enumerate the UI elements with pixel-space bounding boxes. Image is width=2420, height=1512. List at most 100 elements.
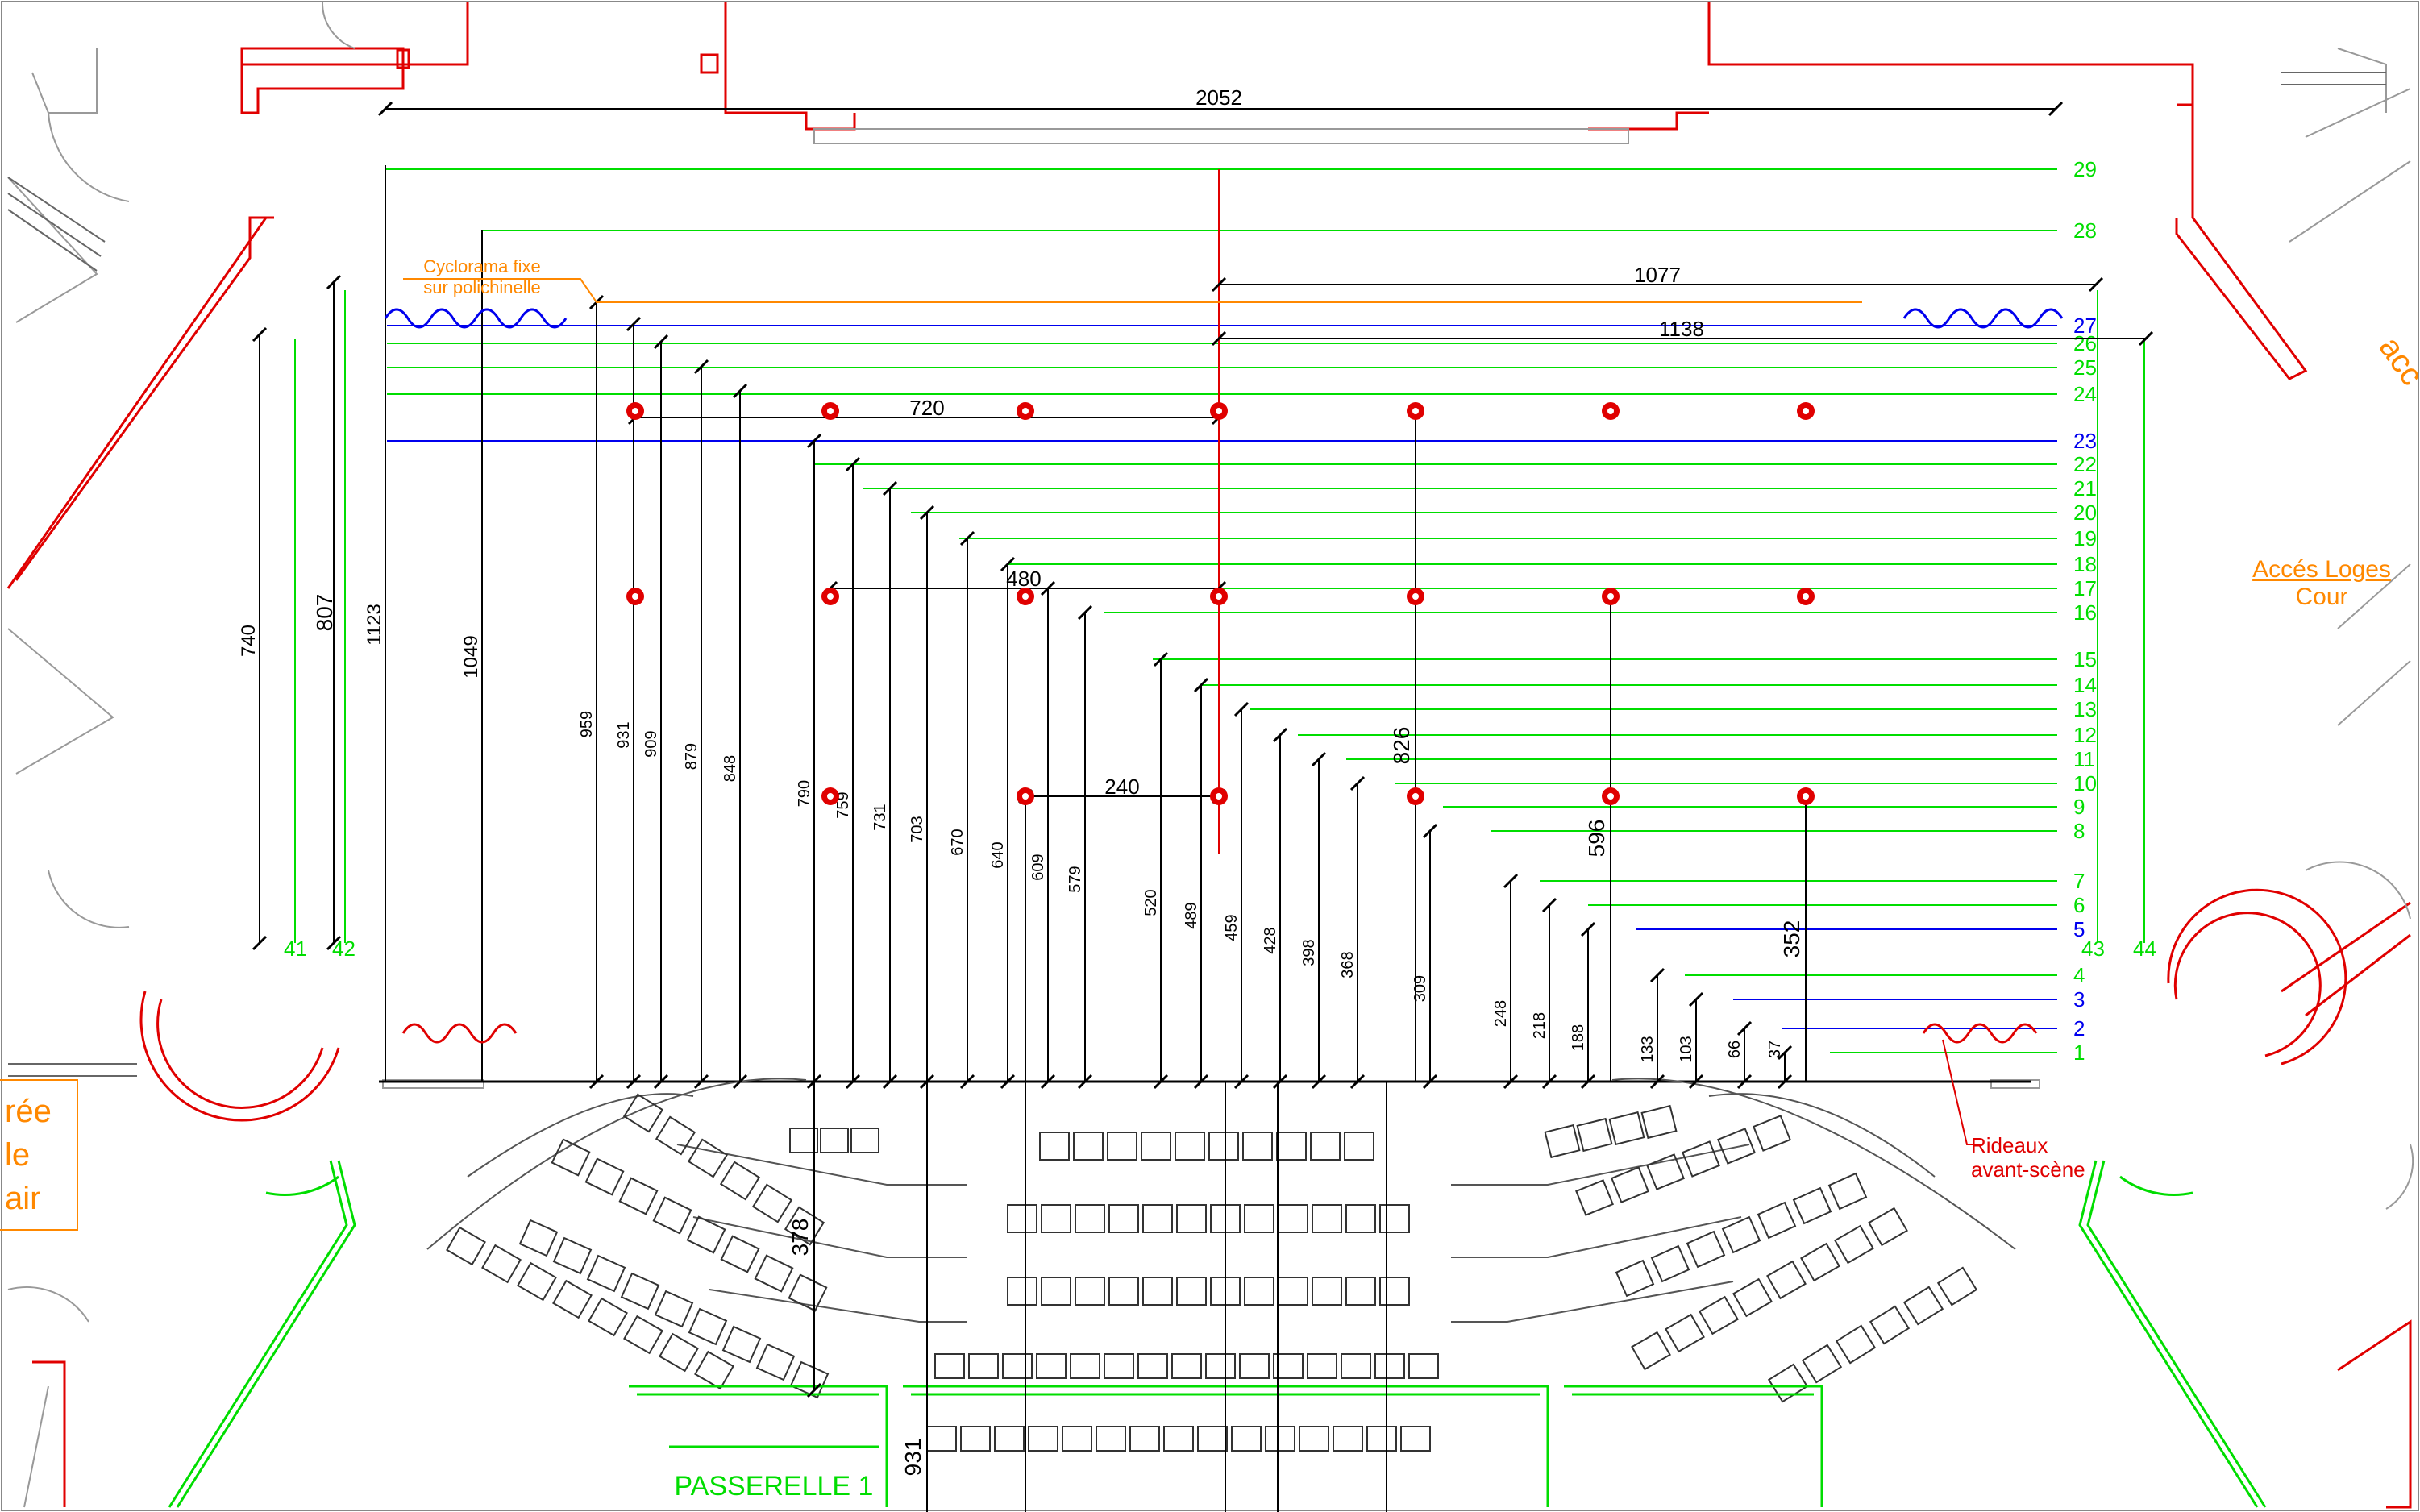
entrance-label-box bbox=[0, 1079, 78, 1231]
seat bbox=[552, 1236, 593, 1275]
dim-826: 826 bbox=[1389, 727, 1414, 765]
dim-tick-670 bbox=[959, 530, 975, 546]
seat bbox=[1142, 1204, 1173, 1233]
seat bbox=[1108, 1277, 1139, 1306]
seat bbox=[1835, 1324, 1877, 1365]
seat bbox=[1310, 1132, 1341, 1161]
seat bbox=[789, 1360, 830, 1399]
bar-number-16: 16 bbox=[2073, 600, 2097, 625]
bar-number-8: 8 bbox=[2073, 819, 2085, 843]
walls bbox=[6, 2, 2412, 1509]
seat bbox=[1344, 1132, 1374, 1161]
seat bbox=[1142, 1277, 1173, 1306]
dim-tick-front-248 bbox=[1503, 1074, 1519, 1090]
seat bbox=[652, 1196, 692, 1235]
seat bbox=[1141, 1132, 1171, 1161]
seat bbox=[1379, 1277, 1410, 1306]
bar-number-4: 4 bbox=[2073, 963, 2085, 987]
seat bbox=[784, 1206, 825, 1246]
rigging-point-centre-20 bbox=[1803, 793, 1809, 800]
seat bbox=[1753, 1115, 1791, 1152]
seat bbox=[1070, 1353, 1100, 1379]
seat bbox=[1408, 1353, 1439, 1379]
dim-tick-front-670 bbox=[959, 1074, 975, 1090]
dim-label-609: 609 bbox=[1029, 854, 1047, 880]
dim-tick-37 bbox=[1777, 1045, 1793, 1061]
dim-tick-931 bbox=[626, 316, 642, 332]
bar-number-5: 5 bbox=[2073, 917, 2085, 941]
seat bbox=[1333, 1426, 1363, 1452]
dim-931-audience: 931 bbox=[900, 1439, 925, 1477]
seat bbox=[1374, 1353, 1405, 1379]
seat bbox=[518, 1219, 559, 1257]
rigging-point-centre-8 bbox=[632, 593, 638, 600]
curtains bbox=[384, 308, 2064, 1044]
dim-label-133: 133 bbox=[1639, 1036, 1657, 1062]
seat bbox=[1242, 1132, 1273, 1161]
bar-number-19: 19 bbox=[2073, 526, 2097, 550]
seat bbox=[1007, 1204, 1037, 1233]
dim-label-520: 520 bbox=[1142, 889, 1160, 916]
seat bbox=[1163, 1426, 1194, 1452]
bar-number-12: 12 bbox=[2073, 723, 2097, 747]
seat bbox=[720, 1235, 760, 1273]
architecture-outline bbox=[7, 1, 2414, 1508]
seat bbox=[446, 1226, 486, 1266]
bar-number-23: 23 bbox=[2073, 429, 2097, 453]
dim-label-103: 103 bbox=[1678, 1036, 1695, 1062]
rigging-point-centre-7 bbox=[1803, 408, 1809, 414]
seat bbox=[1379, 1204, 1410, 1233]
dim-807: 807 bbox=[312, 594, 337, 632]
seat bbox=[1073, 1132, 1104, 1161]
bar-number-26: 26 bbox=[2073, 331, 2097, 355]
dim-tick-731 bbox=[882, 480, 898, 496]
seat bbox=[754, 1254, 794, 1293]
seat bbox=[1682, 1140, 1720, 1178]
seat bbox=[926, 1426, 957, 1452]
seat bbox=[1615, 1259, 1655, 1298]
seat bbox=[721, 1325, 762, 1364]
dim-label-670: 670 bbox=[949, 829, 967, 855]
seat bbox=[1312, 1204, 1342, 1233]
seat bbox=[622, 1093, 664, 1133]
dim-tick-368 bbox=[1349, 775, 1366, 791]
rigging-point-centre-10 bbox=[1022, 593, 1029, 600]
seat bbox=[1902, 1286, 1944, 1326]
seat bbox=[1312, 1277, 1342, 1306]
rigging-point-centre-9 bbox=[827, 593, 834, 600]
bar-number-10: 10 bbox=[2073, 771, 2097, 795]
dim-label-218: 218 bbox=[1531, 1012, 1549, 1039]
rigging-point-centre-1 bbox=[632, 408, 638, 414]
side-bar-43: 43 bbox=[2081, 937, 2105, 961]
seat bbox=[1175, 1132, 1205, 1161]
seat bbox=[960, 1426, 991, 1452]
dim-1049: 1049 bbox=[460, 635, 482, 678]
seat bbox=[934, 1353, 965, 1379]
dim-tick-front-66 bbox=[1736, 1074, 1753, 1090]
dim-tick-188 bbox=[1580, 921, 1596, 937]
entrance-label-line2: le bbox=[5, 1137, 30, 1173]
dim-label-368: 368 bbox=[1339, 951, 1357, 978]
audience-seating bbox=[426, 1078, 2016, 1323]
seat bbox=[1039, 1132, 1070, 1161]
seat bbox=[1273, 1353, 1304, 1379]
dim-tick-front-37 bbox=[1777, 1074, 1793, 1090]
passerelle-label: PASSERELLE 1 bbox=[675, 1471, 874, 1502]
dim-tick-520 bbox=[1153, 651, 1169, 667]
bar-number-6: 6 bbox=[2073, 893, 2085, 917]
bar-number-24: 24 bbox=[2073, 382, 2097, 406]
dim-label-848: 848 bbox=[721, 755, 739, 782]
seat bbox=[1239, 1353, 1270, 1379]
seat-rows bbox=[446, 1093, 1978, 1452]
rigging-point-centre-6 bbox=[1607, 408, 1614, 414]
dim-tick-front-879 bbox=[693, 1074, 709, 1090]
seat bbox=[1244, 1277, 1274, 1306]
bar-number-13: 13 bbox=[2073, 697, 2097, 721]
entrance-label-line1: rée bbox=[5, 1094, 52, 1129]
rigging-point-centre-19 bbox=[1607, 793, 1614, 800]
seat bbox=[968, 1353, 999, 1379]
seat bbox=[994, 1426, 1025, 1452]
seat bbox=[1544, 1124, 1581, 1159]
dim-tick-front-398 bbox=[1311, 1074, 1327, 1090]
